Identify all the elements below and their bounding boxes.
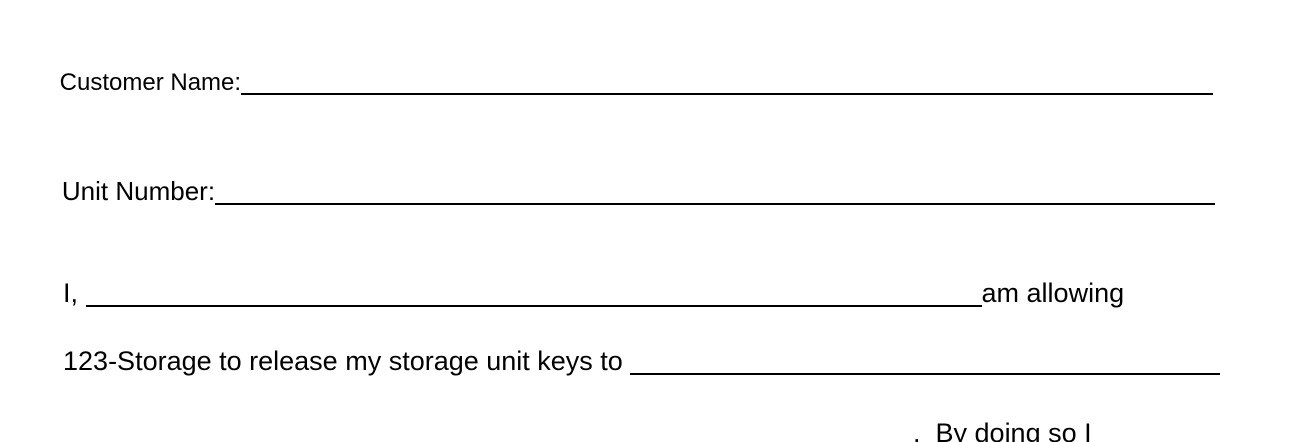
customer-name-row: Customer Name:	[33, 47, 1214, 119]
unit-number-label: Unit Number:	[61, 176, 216, 206]
unit-number-blank[interactable]	[215, 203, 1216, 205]
declarant-name-blank[interactable]	[85, 305, 982, 307]
customer-name-label: Customer Name:	[59, 69, 242, 96]
authorization-suffix-label: am allowing	[981, 278, 1125, 308]
unit-number-row: Unit Number:	[33, 152, 1216, 231]
recipient-name-blank[interactable]	[630, 373, 1221, 375]
by-doing-so-label: . By doing so I	[913, 418, 1092, 442]
authorization-line-2: 123-Storage to release my storage unit k…	[33, 321, 1221, 402]
authorization-prefix-label: I,	[63, 278, 86, 308]
customer-name-blank[interactable]	[241, 93, 1214, 95]
authorization-line-1: I, am allowing	[33, 253, 1124, 334]
authorization-line-3: . By doing so I	[33, 393, 1092, 442]
release-statement-label: 123-Storage to release my storage unit k…	[63, 346, 631, 376]
